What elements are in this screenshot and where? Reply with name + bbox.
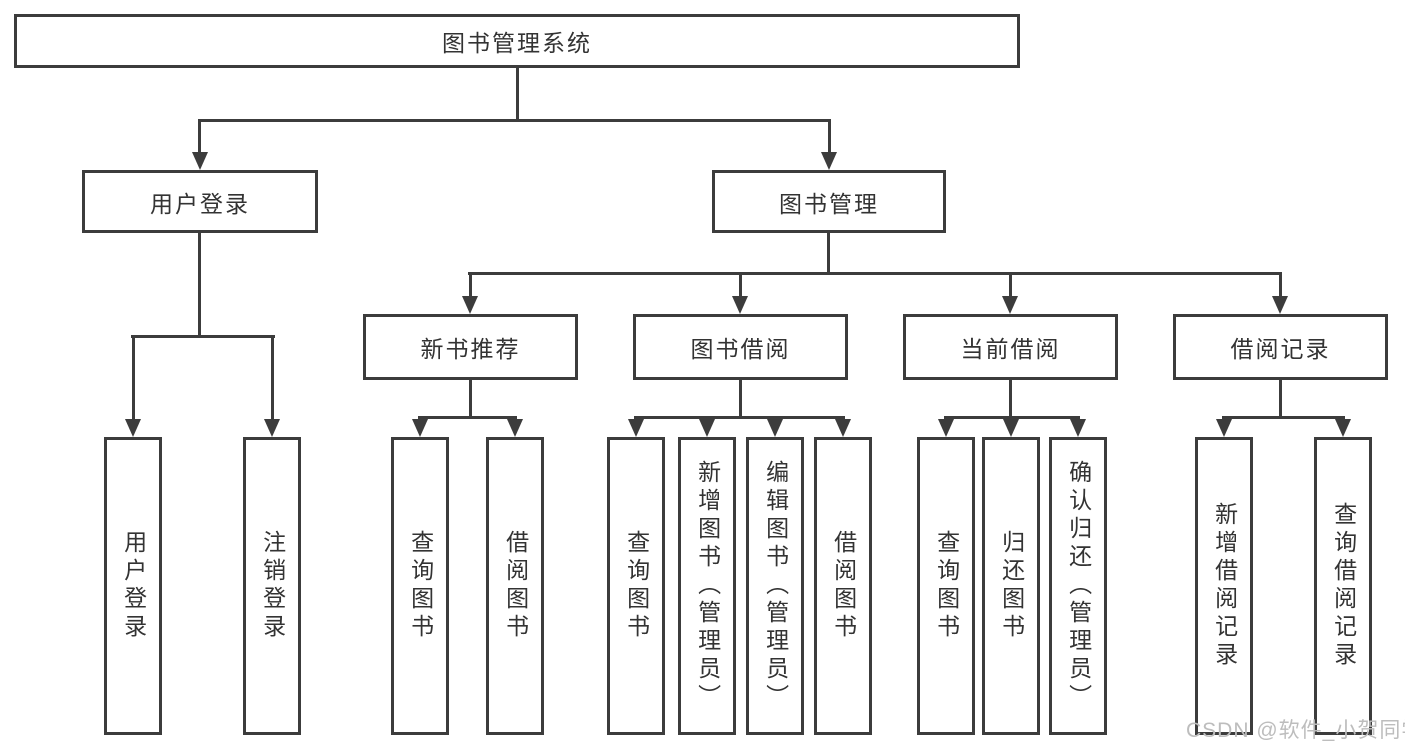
leaf-logout: 注销登录: [243, 437, 301, 735]
leaf-add-borrow-record-label: 新增借阅记录: [1211, 502, 1238, 670]
leaf-confirm-return-admin-label: 确认归还（管理员）: [1065, 460, 1092, 712]
connector-root-hline: [198, 119, 831, 122]
node-user-login-label: 用户登录: [150, 190, 250, 217]
node-user-login: 用户登录: [82, 170, 318, 233]
leaf-borrow-books: 借阅图书: [814, 437, 872, 735]
arrow-down-icon: [1272, 296, 1288, 314]
arrow-down-icon: [821, 152, 837, 170]
leaf-add-borrow-record: 新增借阅记录: [1195, 437, 1253, 735]
connector-recommend-hline: [418, 416, 517, 419]
connector-mgmt-stub-1: [469, 272, 472, 298]
leaf-user-login-label: 用户登录: [120, 530, 147, 642]
connector-current-stem: [1009, 380, 1012, 419]
node-book-borrow-label: 图书借阅: [690, 336, 791, 362]
leaf-query-books-borrow-label: 查询图书: [623, 530, 650, 642]
leaf-query-books-current-label: 查询图书: [933, 530, 960, 642]
arrow-down-icon: [1335, 419, 1351, 437]
leaf-edit-books-admin: 编辑图书（管理员）: [746, 437, 804, 735]
arrow-down-icon: [628, 419, 644, 437]
leaf-query-borrow-record-label: 查询借阅记录: [1330, 502, 1357, 670]
node-new-book-recommend: 新书推荐: [363, 314, 578, 380]
connector-mgmt-stem: [827, 233, 830, 275]
connector-mgmt-stub-2: [739, 272, 742, 298]
arrow-down-icon: [1002, 296, 1018, 314]
connector-mgmt-hline: [468, 272, 1282, 275]
arrow-down-icon: [264, 419, 280, 437]
connector-root-stub-left: [198, 119, 201, 153]
leaf-confirm-return-admin: 确认归还（管理员）: [1049, 437, 1107, 735]
connector-login-stub-left: [132, 335, 135, 421]
arrow-down-icon: [699, 419, 715, 437]
arrow-down-icon: [1003, 419, 1019, 437]
leaf-add-books-admin: 新增图书（管理员）: [678, 437, 736, 735]
leaf-logout-label: 注销登录: [259, 530, 286, 642]
node-borrow-records: 借阅记录: [1173, 314, 1388, 380]
leaf-query-books-recommend-label: 查询图书: [407, 530, 434, 642]
arrow-down-icon: [412, 419, 428, 437]
node-book-management: 图书管理: [712, 170, 946, 233]
connector-mgmt-stub-3: [1009, 272, 1012, 298]
connector-borrow-stem: [739, 380, 742, 419]
node-borrow-records-label: 借阅记录: [1230, 336, 1331, 362]
connector-records-hline: [1222, 416, 1345, 419]
arrow-down-icon: [1070, 419, 1086, 437]
leaf-user-login: 用户登录: [104, 437, 162, 735]
arrow-down-icon: [767, 419, 783, 437]
leaf-borrow-books-recommend: 借阅图书: [486, 437, 544, 735]
arrow-down-icon: [938, 419, 954, 437]
leaf-return-books: 归还图书: [982, 437, 1040, 735]
arrow-down-icon: [125, 419, 141, 437]
node-library-system: 图书管理系统: [14, 14, 1020, 68]
leaf-query-borrow-record: 查询借阅记录: [1314, 437, 1372, 735]
arrow-down-icon: [835, 419, 851, 437]
connector-mgmt-stub-4: [1279, 272, 1282, 298]
node-current-borrow-label: 当前借阅: [960, 336, 1061, 362]
leaf-edit-books-admin-label: 编辑图书（管理员）: [762, 460, 789, 712]
connector-login-hline: [131, 335, 275, 338]
node-library-system-label: 图书管理系统: [442, 30, 592, 56]
connector-root-stem: [516, 68, 519, 122]
connector-root-stub-right: [828, 119, 831, 153]
node-book-management-label: 图书管理: [779, 190, 879, 217]
connector-login-stub-right: [271, 335, 274, 421]
csdn-watermark: CSDN @软件_小贺同学: [1186, 719, 1405, 742]
arrow-down-icon: [462, 296, 478, 314]
node-book-borrow: 图书借阅: [633, 314, 848, 380]
arrow-down-icon: [507, 419, 523, 437]
connector-current-hline: [944, 416, 1080, 419]
leaf-return-books-label: 归还图书: [998, 530, 1025, 642]
node-current-borrow: 当前借阅: [903, 314, 1118, 380]
leaf-query-books-borrow: 查询图书: [607, 437, 665, 735]
arrow-down-icon: [732, 296, 748, 314]
node-new-book-recommend-label: 新书推荐: [420, 336, 521, 362]
arrow-down-icon: [192, 152, 208, 170]
leaf-borrow-books-label: 借阅图书: [830, 530, 857, 642]
connector-recommend-stem: [469, 380, 472, 419]
leaf-borrow-books-recommend-label: 借阅图书: [502, 530, 529, 642]
connector-records-stem: [1279, 380, 1282, 419]
leaf-add-books-admin-label: 新增图书（管理员）: [694, 460, 721, 712]
arrow-down-icon: [1216, 419, 1232, 437]
leaf-query-books-current: 查询图书: [917, 437, 975, 735]
connector-login-stem: [198, 233, 201, 337]
leaf-query-books-recommend: 查询图书: [391, 437, 449, 735]
connector-borrow-hline: [634, 416, 845, 419]
